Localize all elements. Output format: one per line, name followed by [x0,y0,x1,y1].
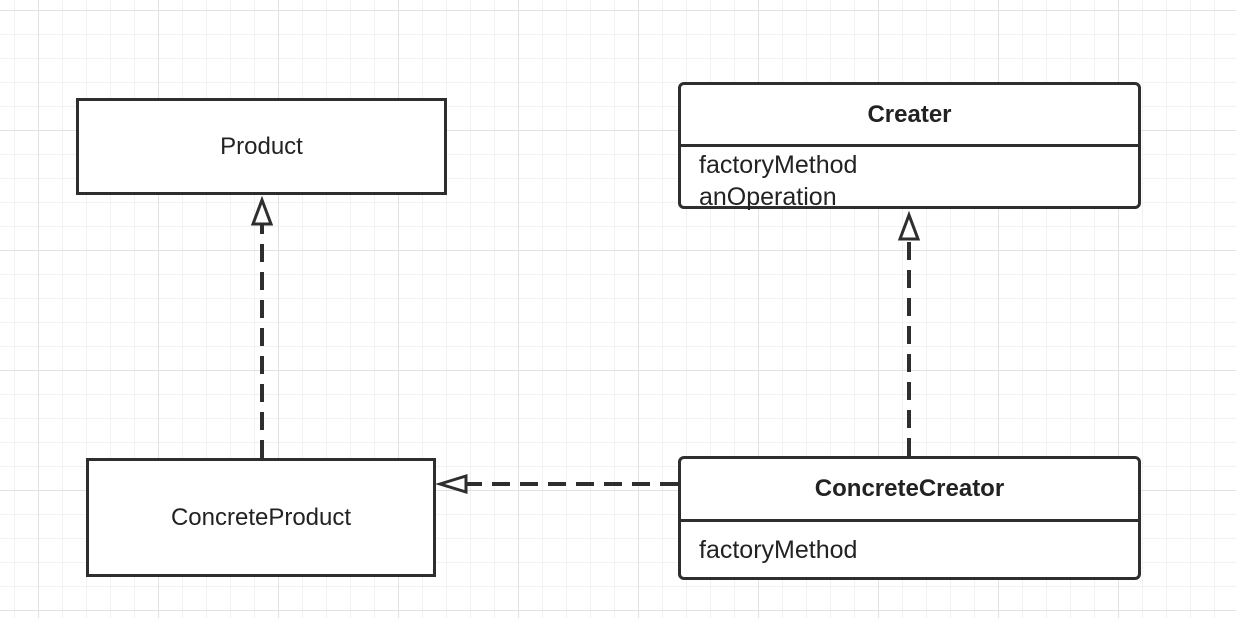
product-class-box[interactable]: Product [76,98,447,195]
creater-class-header: Creater [681,85,1138,147]
product-class-name: Product [220,132,303,160]
realization-concretecreator-to-creater [897,210,921,456]
concretecreator-class-name: ConcreteCreator [814,475,1005,502]
dependency-concretecreator-to-concreteproduct [434,473,678,495]
creater-operation-factorymethod: factoryMethod [699,151,858,179]
concreteproduct-class-name: ConcreteProduct [170,503,352,531]
concretecreator-operations: factoryMethod [681,522,1138,566]
creater-operation-anoperation: anOperation [699,183,837,211]
concretecreator-operation-factorymethod: factoryMethod [699,536,858,564]
creater-class-name: Creater [867,100,952,128]
creater-operations: factoryMethod anOperation [681,147,1138,213]
realization-concreteproduct-to-product [250,195,274,458]
creater-class-box[interactable]: Creater factoryMethod anOperation [678,82,1141,211]
concretecreator-class-box[interactable]: ConcreteCreator factoryMethod [678,456,1141,580]
concretecreator-class-header: ConcreteCreator [681,459,1138,522]
concreteproduct-class-box[interactable]: ConcreteProduct [86,458,436,577]
